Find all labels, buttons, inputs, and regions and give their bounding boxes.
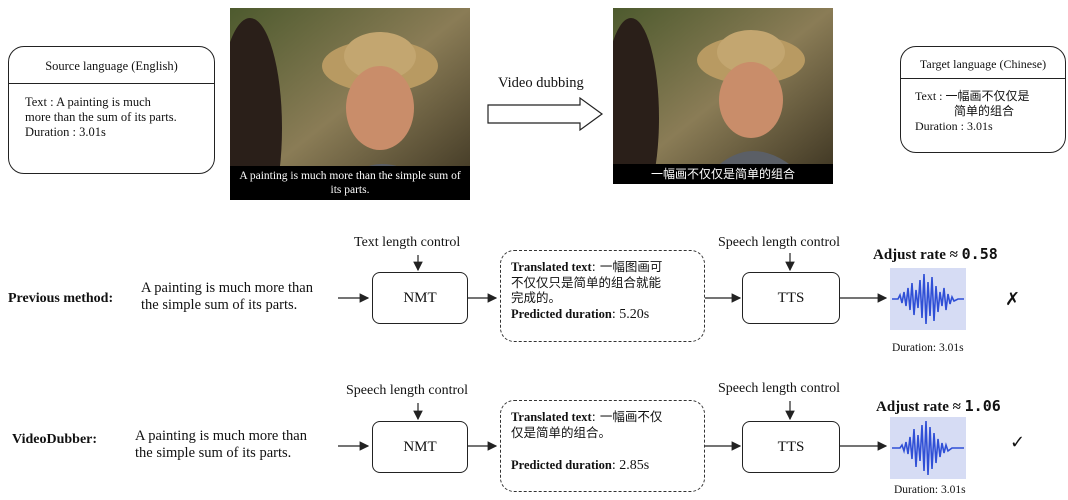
videodubber-waveform — [890, 417, 966, 479]
previous-text-length-control: Text length control — [354, 235, 461, 250]
video-dubbing-label: Video dubbing — [498, 75, 584, 91]
videodubber-nmt-module: NMT — [372, 421, 468, 473]
source-language-box: Source language (English) Text : A paint… — [8, 46, 215, 174]
previous-waveform — [890, 268, 966, 330]
previous-waveform-icon — [892, 273, 964, 325]
target-text-label: Text : — [915, 89, 943, 103]
videodubber-translation-box: Translated text: 一幅画不仅 仅是简单的组合。 Predicte… — [500, 400, 705, 492]
source-language-title: Source language (English) — [45, 59, 178, 73]
videodubber-translated-key: Translated text — [511, 410, 592, 424]
videodubber-predicted-key: Predicted duration — [511, 458, 612, 472]
previous-translated-key: Translated text — [511, 260, 592, 274]
previous-nmt-module: NMT — [372, 272, 468, 324]
target-language-box: Target language (Chinese) Text : 一幅画不仅仅是… — [900, 46, 1066, 153]
source-video-subtitle: A painting is much more than the simple … — [230, 166, 470, 200]
target-text-line1: 一幅画不仅仅是 — [945, 89, 1030, 103]
target-language-title: Target language (Chinese) — [919, 57, 1047, 71]
target-duration: Duration : 3.01s — [915, 119, 993, 133]
previous-speech-length-control: Speech length control — [718, 235, 841, 250]
target-scene-image — [613, 8, 833, 184]
source-video-frame: A painting is much more than the simple … — [230, 8, 470, 200]
videodubber-waveform-icon — [892, 420, 964, 476]
source-duration: Duration : 3.01s — [25, 125, 106, 139]
previous-cross-mark: ✗ — [1005, 289, 1021, 310]
videodubber-speech-length-control-2: Speech length control — [718, 381, 841, 396]
previous-duration: Duration: 3.01s — [892, 342, 964, 354]
videodubber-check-mark: ✓ — [1010, 432, 1026, 453]
previous-translation-box: Translated text: 一幅图画可 不仅仅只是简单的组合就能 完成的。… — [500, 250, 705, 342]
previous-predicted-key: Predicted duration — [511, 307, 612, 321]
video-dubbing-arrow — [487, 96, 604, 132]
target-video-subtitle: 一幅画不仅仅是简单的组合 — [613, 164, 833, 184]
source-text-line1: A painting is much — [56, 95, 151, 109]
previous-adjust-rate: Adjust rate ≈ 0.58 — [873, 245, 998, 263]
target-language-divider — [901, 78, 1065, 79]
videodubber-label: VideoDubber: — [12, 432, 98, 447]
videodubber-speech-length-control-1: Speech length control — [346, 383, 469, 398]
previous-method-label: Previous method: — [8, 291, 114, 306]
target-text-line2: 简单的组合 — [954, 104, 1015, 118]
target-video-frame: 一幅画不仅仅是简单的组合 — [613, 8, 833, 184]
previous-tts-module: TTS — [742, 272, 840, 324]
source-text-label: Text : — [25, 95, 54, 109]
source-text-line2: more than the sum of its parts. — [25, 110, 177, 124]
videodubber-duration: Duration: 3.01s — [894, 484, 966, 496]
videodubber-tts-module: TTS — [742, 421, 840, 473]
videodubber-adjust-rate: Adjust rate ≈ 1.06 — [876, 397, 1001, 415]
source-language-divider — [9, 83, 214, 84]
